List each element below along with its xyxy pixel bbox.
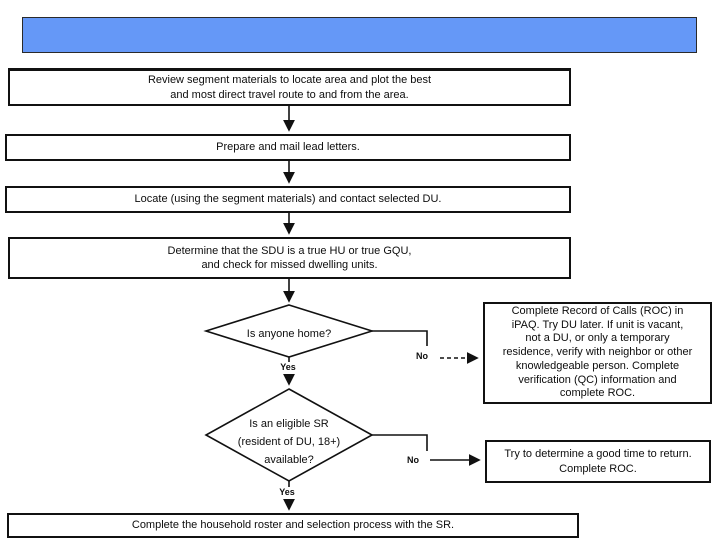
step-determine-sdu-text: Determine that the SDU is a true HU or t… bbox=[167, 244, 412, 272]
decision2-label: Is an eligible SR (resident of DU, 18+) … bbox=[206, 414, 372, 468]
step-determine-sdu: Determine that the SDU is a true HU or t… bbox=[8, 237, 571, 279]
decision1-label-text: Is anyone home? bbox=[246, 328, 332, 340]
step-locate-contact-du: Locate (using the segment materials) and… bbox=[5, 186, 571, 213]
outcome-complete-roc-ipaq: Complete Record of Calls (ROC) in iPAQ. … bbox=[483, 302, 712, 404]
decision2-no-label: No bbox=[407, 455, 419, 465]
outcome-good-time-to-return: Try to determine a good time to return. … bbox=[485, 440, 711, 483]
step-prepare-lead-letters-text: Prepare and mail lead letters. bbox=[216, 141, 360, 154]
decision1-yes-label: Yes bbox=[280, 362, 296, 372]
connector-decision2-no-elbow bbox=[372, 434, 428, 451]
decision1-no-label: No bbox=[416, 351, 428, 361]
step-complete-household-roster-text: Complete the household roster and select… bbox=[131, 519, 455, 532]
decision2-label-text: Is an eligible SR (resident of DU, 18+) … bbox=[237, 418, 341, 466]
step-locate-contact-du-text: Locate (using the segment materials) and… bbox=[134, 193, 442, 206]
step-review-segment-materials-text: Review segment materials to locate area … bbox=[147, 74, 432, 101]
decision1-label: Is anyone home? bbox=[206, 324, 372, 342]
decision1-diamond bbox=[203, 304, 375, 358]
step-review-segment-materials: Review segment materials to locate area … bbox=[8, 68, 571, 106]
decision2-diamond bbox=[204, 388, 374, 482]
decision2-yes-label: Yes bbox=[279, 487, 295, 497]
step-complete-household-roster: Complete the household roster and select… bbox=[7, 513, 579, 538]
step-prepare-lead-letters: Prepare and mail lead letters. bbox=[5, 134, 571, 161]
connector-decision1-no-elbow bbox=[372, 330, 428, 346]
title-bar bbox=[22, 17, 697, 53]
outcome-complete-roc-ipaq-text: Complete Record of Calls (ROC) in iPAQ. … bbox=[502, 304, 693, 400]
outcome-good-time-to-return-text: Try to determine a good time to return. … bbox=[504, 448, 692, 475]
